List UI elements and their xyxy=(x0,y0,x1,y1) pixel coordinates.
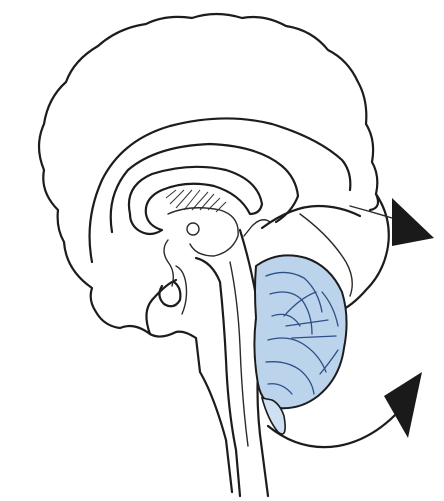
cerebrum-outline xyxy=(37,12,380,494)
corpus-callosum xyxy=(127,165,264,236)
tentorium xyxy=(260,204,362,230)
cerebellum-body xyxy=(253,254,348,410)
brainstem-midline xyxy=(229,261,249,447)
cerebellum xyxy=(253,254,348,410)
pineal-body xyxy=(186,222,200,236)
pituitary-stalk xyxy=(175,265,188,315)
aqueduct xyxy=(243,219,271,237)
occipital-lobe-outline xyxy=(336,192,390,314)
hypothalamus xyxy=(163,239,175,287)
brainstem-front xyxy=(194,256,242,498)
right-arrow-head xyxy=(392,198,434,246)
thalamus xyxy=(167,207,239,257)
occipital-inner-fold xyxy=(299,213,353,297)
medulla-shading xyxy=(260,396,286,435)
curved-arrow-shaft xyxy=(266,408,402,449)
right-arrow-shaft xyxy=(349,205,393,219)
thalamus-hatching xyxy=(165,189,227,213)
callosal-sulcus xyxy=(109,142,300,234)
pituitary-gland xyxy=(158,280,182,308)
cingulate-gyrus xyxy=(88,117,352,264)
curved-arrow-head xyxy=(384,372,422,438)
temporal-lobe-outline xyxy=(145,278,178,336)
